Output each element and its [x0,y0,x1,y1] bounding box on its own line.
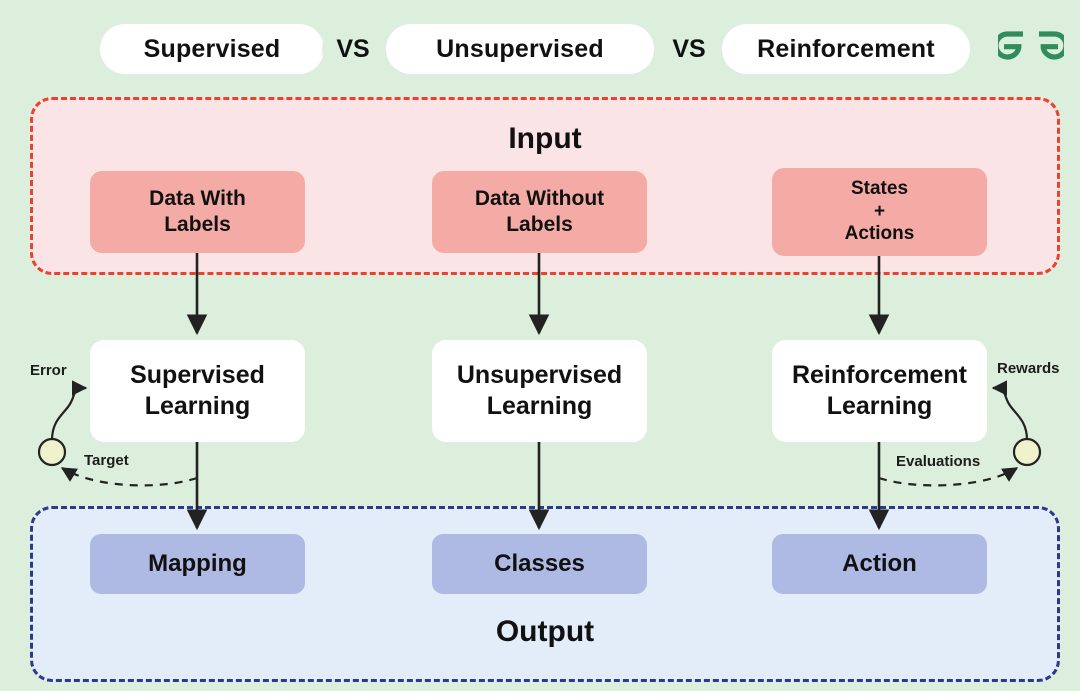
annotation-target: Target [84,452,129,469]
process-box-line2: Learning [144,392,251,420]
header-pill-label: Supervised [143,34,281,63]
annotation-rewards: Rewards [997,360,1060,377]
input-box-line1: States [850,178,909,200]
input-box-line2: Labels [164,213,231,236]
header: Supervised Unsupervised Reinforcement VS… [0,0,1080,96]
input-box-line2: + [873,200,886,222]
arrow-target-feedback [60,467,198,487]
input-panel-title: Input [508,122,582,155]
process-box-unsupervised-learning: Unsupervised Learning [432,340,647,442]
input-box-line2: Labels [506,213,573,236]
input-box-line1: Data With [149,186,246,210]
header-separator-vs-1: VS [322,18,384,80]
output-box-action: Action [772,534,987,594]
process-box-line1: Reinforcement [791,360,968,389]
process-box-line1: Unsupervised [456,360,623,389]
input-box-data-with-labels: Data With Labels [90,171,305,253]
output-box-mapping: Mapping [90,534,305,594]
input-box-line3: Actions [844,223,915,245]
geeksforgeeks-logo [993,18,1069,64]
header-pill-supervised: Supervised [100,24,324,74]
input-box-line1: Data Without [474,186,605,210]
process-box-supervised-learning: Supervised Learning [90,340,305,442]
process-box-line1: Supervised [130,360,265,389]
feedback-node-right [1012,437,1042,467]
header-pill-unsupervised: Unsupervised [386,24,654,74]
annotation-evaluations: Evaluations [896,453,981,470]
output-panel-title: Output [495,615,595,648]
header-pill-reinforcement: Reinforcement [722,24,970,74]
process-box-line2: Learning [486,392,593,420]
header-separator-vs-2: VS [658,18,720,80]
output-panel: Output [30,506,1060,682]
arrow-rewards-into-process [991,380,1029,441]
process-box-line2: Learning [826,392,933,420]
input-box-data-without-labels: Data Without Labels [432,171,647,253]
output-box-classes: Classes [432,534,647,594]
process-box-reinforcement-learning: Reinforcement Learning [772,340,987,442]
input-box-states-actions: States + Actions [772,168,987,256]
annotation-error: Error [30,362,67,379]
header-pill-label: Unsupervised [436,34,604,63]
arrow-error-into-process [50,380,88,441]
header-pill-label: Reinforcement [757,34,935,63]
feedback-node-left [37,437,67,467]
arrow-evaluations-feedback [878,467,1019,487]
